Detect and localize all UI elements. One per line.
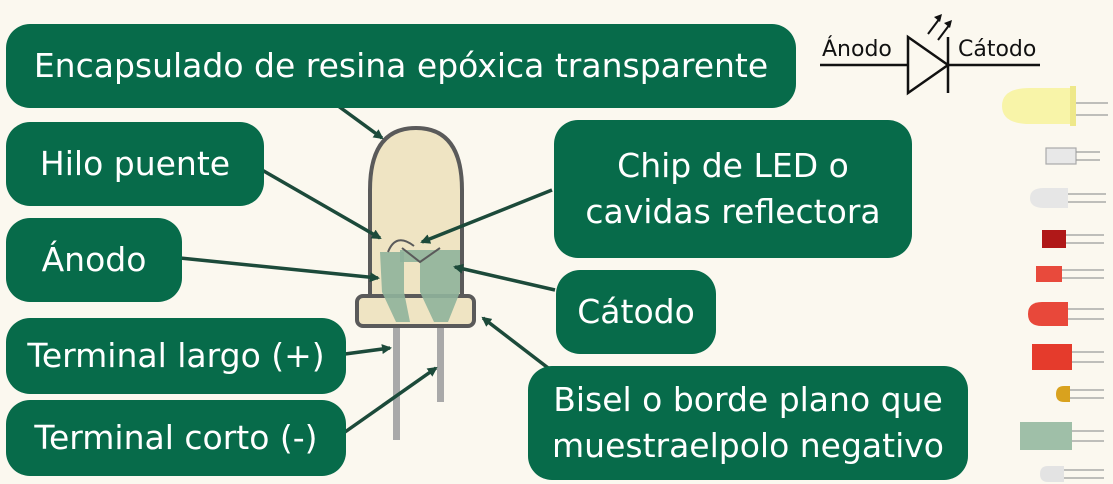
short-lead-label: Terminal corto (-)	[6, 400, 346, 476]
long-lead-label-text: Terminal largo (+)	[27, 336, 325, 375]
dark-red-square-led-icon	[1042, 230, 1104, 248]
arrow-wire	[261, 168, 382, 240]
arrow-anode	[179, 256, 380, 283]
wire-label-text: Hilo puente	[39, 144, 231, 183]
bevel-label-line2: muestraelpolo negativo	[552, 426, 944, 465]
white-mini-led-icon	[1040, 466, 1104, 482]
arrow-cathode	[453, 263, 556, 292]
bevel-label: Bisel o borde plano que muestraelpolo ne…	[528, 366, 968, 480]
wire-label: Hilo puente	[6, 122, 264, 206]
symbol-cathode-label: Cátodo	[958, 37, 1036, 62]
symbol-anode-label: Ánodo	[822, 36, 892, 62]
anode-label: Ánodo	[6, 218, 182, 302]
yellow-led-icon	[1002, 86, 1108, 126]
anode-frame	[380, 252, 410, 322]
white-smd-led-icon	[1045, 147, 1100, 165]
cathode-label: Cátodo	[556, 270, 716, 354]
red-round-led-icon	[1028, 302, 1104, 326]
epoxy-label-text: Encapsulado de resina epóxica transparen…	[33, 46, 769, 85]
short-lead	[437, 322, 444, 402]
bond-wire	[387, 239, 415, 253]
arrow-chip	[420, 188, 553, 244]
white-led-icon	[1030, 188, 1106, 208]
chip-label-line2: cavidas reflectora	[585, 192, 881, 231]
diode-symbol: Ánodo Cátodo	[820, 14, 1040, 96]
arrow-short-lead	[343, 366, 438, 434]
cathode-label-text: Cátodo	[577, 292, 695, 331]
green-rect-led-icon	[1020, 422, 1104, 450]
arrow-long-lead	[344, 344, 392, 356]
led-samples	[1002, 86, 1108, 482]
chip-label-line1: Chip de LED o	[617, 146, 849, 185]
red-square-led-icon	[1036, 266, 1104, 282]
bevel-label-line1: Bisel o borde plano que	[553, 380, 943, 419]
led-chip-cup	[401, 247, 441, 264]
chip-label: Chip de LED o cavidas reflectora	[554, 120, 912, 258]
red-large-led-icon	[1032, 344, 1104, 370]
amber-mini-led-icon	[1056, 386, 1104, 402]
epoxy-label: Encapsulado de resina epóxica transparen…	[6, 24, 796, 108]
long-lead-label: Terminal largo (+)	[6, 318, 346, 394]
long-lead	[393, 322, 400, 440]
arrow-bevel	[481, 316, 558, 376]
cathode-frame	[400, 250, 460, 322]
short-lead-label-text: Terminal corto (-)	[34, 418, 318, 457]
anode-label-text: Ánodo	[41, 240, 147, 279]
